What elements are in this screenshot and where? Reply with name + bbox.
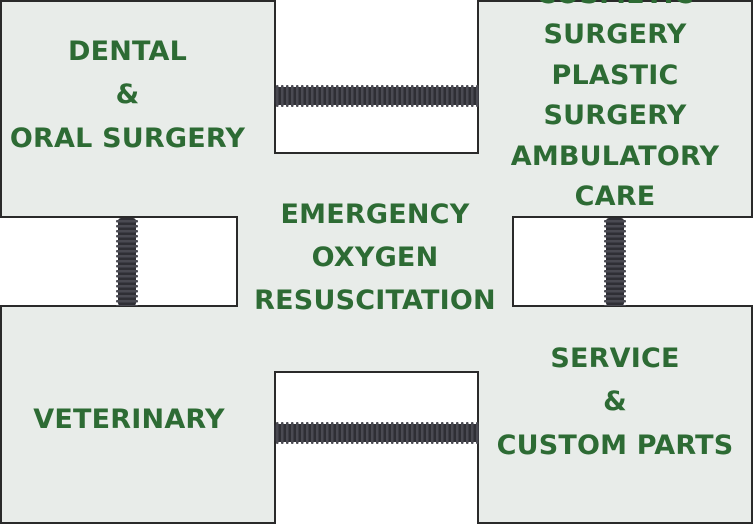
gap-right: [512, 216, 753, 307]
gap-bottom: [274, 371, 479, 524]
panel-dental: [0, 0, 276, 218]
hose-top-icon: [274, 85, 479, 107]
label-veterinary: VETERINARY: [33, 404, 225, 436]
label-dental: DENTAL&ORAL SURGERY: [9, 36, 246, 154]
hose-left-icon: [116, 218, 138, 306]
panel-center: [236, 152, 514, 373]
hose-right-icon: [604, 218, 626, 306]
label-service: SERVICE&CUSTOM PARTS: [496, 343, 734, 461]
panel-cosmetic: [477, 0, 753, 218]
panel-veterinary: [0, 305, 276, 524]
hose-bottom-icon: [274, 422, 479, 444]
gap-top: [274, 0, 479, 154]
